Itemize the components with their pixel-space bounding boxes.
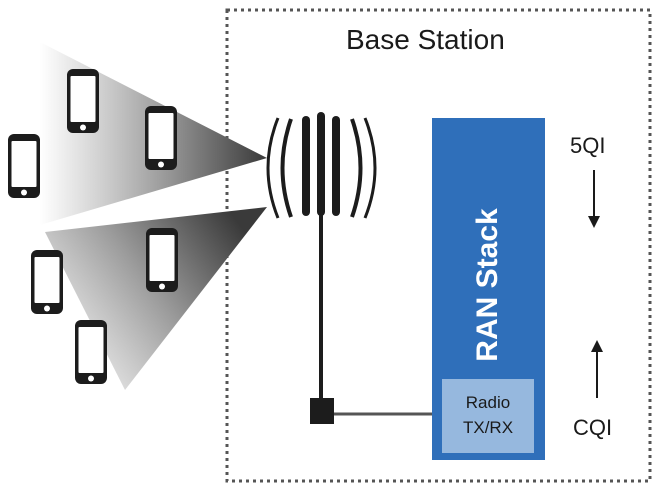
smartphone-icon — [146, 228, 178, 292]
arrow-down-icon — [588, 170, 600, 228]
smartphone-icon — [31, 250, 63, 314]
uplink-cqi-label: CQI — [573, 415, 613, 440]
base-station-title: Base Station — [346, 24, 505, 55]
downlink-5qi-label: 5QI — [570, 133, 606, 158]
radio-block — [442, 379, 534, 453]
radio-label-line2: TX/RX — [462, 418, 514, 437]
radio-label-line1: Radio — [465, 393, 511, 413]
arrow-up-icon — [591, 340, 603, 398]
antenna-icon — [266, 112, 377, 424]
smartphone-icon — [67, 69, 99, 133]
smartphone-icon — [75, 320, 107, 384]
radio-label: Radio TX/RX — [442, 379, 534, 453]
smartphone-icon — [8, 134, 40, 198]
ran-stack-label: RAN Stack — [471, 208, 504, 362]
smartphone-icon — [145, 106, 177, 170]
beam-lower — [45, 207, 267, 390]
base-station-boundary — [225, 8, 652, 483]
